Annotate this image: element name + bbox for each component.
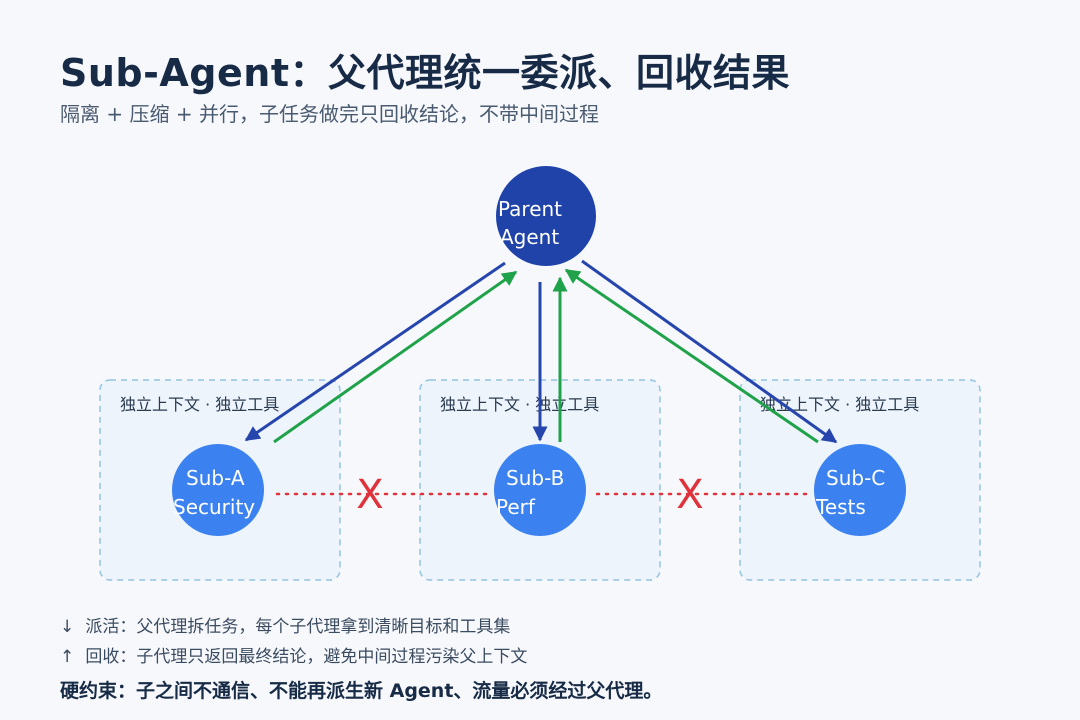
parent-agent-node	[496, 166, 596, 266]
sub-a-label-line1: Sub-A	[186, 466, 245, 490]
sub-a-node	[172, 444, 264, 536]
legend-dispatch: ↓ 派活：父代理拆任务，每个子代理拿到清晰目标和工具集	[60, 612, 510, 637]
sub-a-label-line2: Security	[173, 495, 255, 519]
legend-return-text: 回收：子代理只返回最终结论，避免中间过程污染父上下文	[85, 647, 528, 667]
parent-agent-label-line2: Agent	[500, 225, 559, 249]
up-arrow-icon: ↑	[60, 647, 75, 667]
sub-b-label-line2: Perf	[496, 495, 536, 519]
page-title: Sub-Agent：父代理统一委派、回收结果	[60, 51, 790, 95]
sub-c-label-line1: Sub-C	[826, 466, 885, 490]
return-arrow-a	[273, 270, 518, 444]
legend-dispatch-text: 派活：父代理拆任务，每个子代理拿到清晰目标和工具集	[85, 617, 511, 637]
sub-c-label-line2: Tests	[815, 495, 866, 519]
blocked-mark-b-c: X	[676, 472, 703, 518]
dispatch-arrow-c	[581, 259, 838, 444]
sub-c-node	[814, 444, 906, 536]
sub-b-label-line1: Sub-B	[506, 466, 564, 490]
sub-b-node	[494, 444, 586, 536]
sub-a-context-label: 独立上下文 · 独立工具	[120, 395, 279, 414]
sub-b-context-label: 独立上下文 · 独立工具	[440, 395, 599, 414]
down-arrow-icon: ↓	[60, 617, 75, 637]
dispatch-arrow-a	[244, 261, 506, 442]
blocked-mark-a-b: X	[356, 472, 383, 518]
page-subtitle: 隔离 + 压缩 + 并行，子任务做完只回收结论，不带中间过程	[60, 102, 599, 126]
hard-constraint: 硬约束：子之间不通信、不能再派生新 Agent、流量必须经过父代理。	[60, 680, 663, 702]
parent-agent-label-line1: Parent	[498, 197, 562, 221]
return-arrow-c	[564, 268, 819, 444]
legend-return: ↑ 回收：子代理只返回最终结论，避免中间过程污染父上下文	[60, 642, 527, 667]
sub-c-context-label: 独立上下文 · 独立工具	[760, 395, 919, 414]
